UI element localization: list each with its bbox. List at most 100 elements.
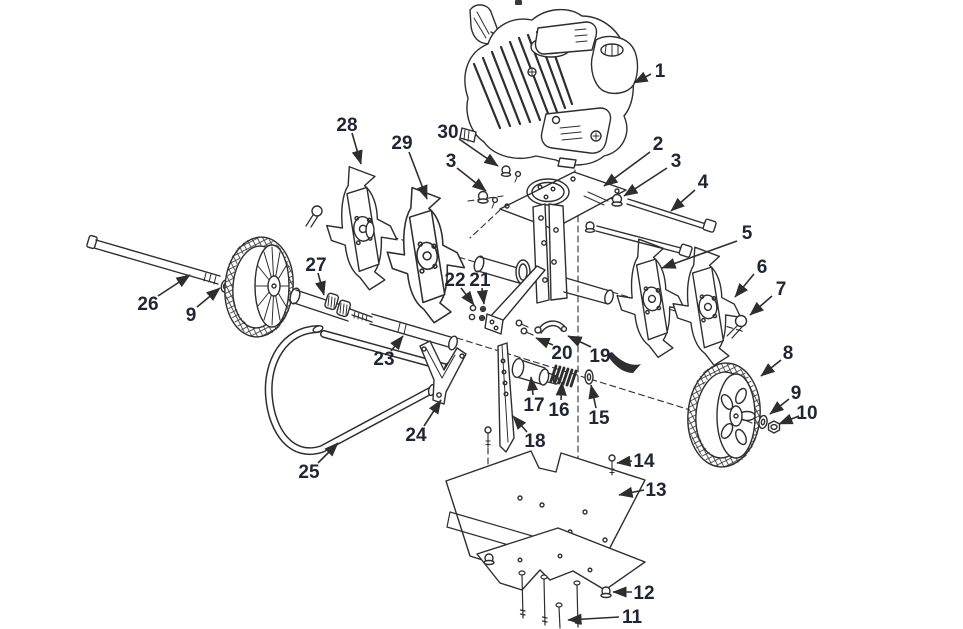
callout-arrow-3	[623, 167, 668, 197]
callout-label-30: 30	[437, 122, 458, 143]
engine	[459, 4, 639, 169]
callout-arrow-5	[661, 240, 738, 269]
right-wheel	[687, 362, 761, 468]
left-wheel	[224, 236, 294, 338]
clamp-strap	[534, 320, 568, 334]
callout-label-22: 22	[444, 270, 465, 291]
right-hairpin-clip	[726, 314, 748, 339]
callout-arrow-28	[351, 132, 363, 165]
callout-arrow-26	[157, 274, 191, 297]
callout-label-12: 12	[633, 583, 654, 604]
callout-arrow-20	[535, 337, 554, 349]
callout-label-17: 17	[523, 395, 544, 416]
callout-arrow-3	[456, 167, 487, 192]
axle-hub-collars	[324, 292, 352, 318]
callout-arrow-13	[618, 486, 645, 498]
callout-label-9: 9	[186, 305, 197, 326]
callout-arrow-17	[526, 376, 539, 396]
axle-tube	[289, 287, 459, 351]
callout-arrow-10	[778, 413, 800, 425]
callout-arrow-30	[458, 138, 499, 167]
flange-nut-right	[584, 193, 623, 233]
callout-arrow-11	[567, 613, 620, 625]
callout-label-11: 11	[622, 607, 643, 628]
tine-rod-upper	[626, 198, 717, 233]
left-hairpin-clip	[305, 205, 323, 228]
callout-label-2: 2	[653, 134, 664, 155]
left-wheel-spokes	[255, 246, 289, 326]
callout-label-26: 26	[137, 294, 158, 315]
callout-arrow-27	[315, 272, 326, 296]
callout-label-21: 21	[469, 270, 491, 291]
callout-label-5: 5	[742, 223, 753, 244]
callout-arrow-9	[196, 287, 221, 308]
callout-arrow-24	[423, 399, 442, 427]
callout-label-3: 3	[446, 151, 457, 172]
callout-label-4: 4	[698, 172, 709, 193]
inner-right-tine-shaded-blade	[607, 352, 641, 373]
callout-label-16: 16	[548, 400, 569, 421]
inner-left-tine	[380, 182, 471, 328]
callout-label-28: 28	[336, 115, 357, 136]
callout-label-14: 14	[633, 451, 655, 472]
right-wheel-nut	[767, 420, 781, 434]
spring-washer	[584, 369, 594, 385]
spring	[549, 364, 578, 388]
muffler	[540, 107, 612, 154]
engine-output-hub	[557, 157, 577, 169]
callout-arrow-15	[588, 384, 600, 409]
callout-label-13: 13	[645, 480, 666, 501]
callout-label-20: 20	[551, 343, 572, 364]
callout-arrow-8	[760, 359, 782, 377]
callout-label-29: 29	[391, 133, 412, 154]
callout-arrow-16	[555, 381, 567, 401]
callout-label-10: 10	[796, 403, 817, 424]
left-axle-bolt	[86, 234, 221, 285]
tine-shield	[445, 450, 646, 573]
outer-left-tine-hub	[365, 221, 375, 239]
right-wheel-washer	[758, 414, 768, 430]
callout-arrow-19	[567, 335, 592, 348]
callout-label-18: 18	[524, 431, 545, 452]
bracket-fasteners	[468, 304, 487, 322]
gearbox	[473, 203, 614, 335]
air-filter-box	[534, 21, 598, 55]
tine-rod-lower	[595, 225, 693, 258]
callout-arrow-9	[769, 398, 790, 415]
callout-arrow-14	[616, 455, 633, 467]
callout-label-6: 6	[757, 257, 768, 278]
callout-label-7: 7	[776, 279, 787, 300]
callout-label-19: 19	[589, 346, 610, 367]
shield-nuts	[483, 553, 612, 599]
callout-arrow-6	[734, 273, 755, 298]
callout-arrow-23	[390, 335, 404, 352]
callout-arrow-25	[317, 442, 339, 464]
callout-label-23: 23	[373, 349, 394, 370]
wheel-support-frame	[264, 325, 453, 455]
stake-bracket	[419, 340, 467, 405]
callout-arrow-1	[633, 71, 652, 84]
cropped-title-fragment	[515, 0, 522, 5]
callout-label-3: 3	[671, 151, 682, 172]
callout-arrow-2	[603, 151, 651, 187]
inner-right-tine	[610, 234, 690, 362]
engine-mount-fasteners	[500, 165, 522, 183]
callout-arrow-4	[670, 189, 696, 212]
flange-nut-left	[477, 190, 499, 209]
shield-screws	[484, 426, 616, 476]
callout-arrow-22	[460, 287, 475, 306]
depth-stake	[497, 342, 515, 453]
callout-arrow-21	[476, 287, 488, 305]
callout-label-24: 24	[405, 425, 427, 446]
cylinder-fins	[472, 28, 574, 130]
callout-label-9: 9	[791, 383, 802, 404]
outer-left-tine	[320, 161, 403, 295]
callout-label-1: 1	[655, 61, 666, 82]
callout-label-25: 25	[298, 462, 320, 483]
callout-arrow-29	[408, 151, 428, 200]
fuel-tank	[590, 35, 639, 95]
callout-label-15: 15	[588, 408, 610, 429]
callout-label-8: 8	[783, 343, 794, 364]
